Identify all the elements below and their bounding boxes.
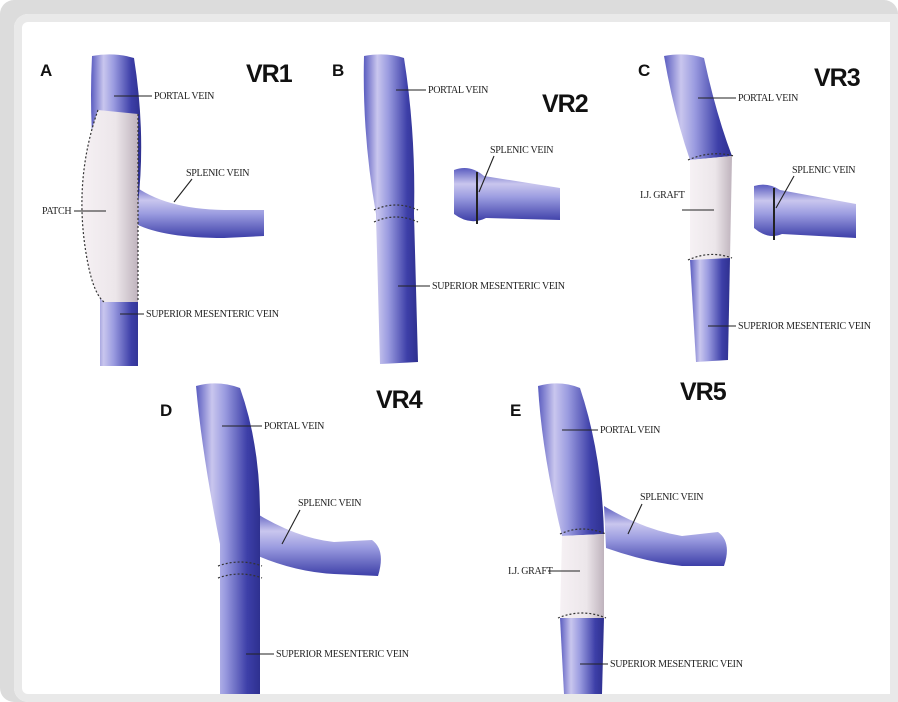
label-graft-c: I.J. GRAFT [640,190,685,201]
splenic-vein-e [604,506,727,566]
splenic-stump-b [454,168,560,221]
venous-reconstruction-diagram: A VR1 PORTAL VEIN SPLENIC VEIN PATCH SUP… [14,14,898,702]
portal-vein-e [538,383,604,536]
splenic-vein-d [254,512,381,576]
splenic-stump-c [754,185,856,238]
smv-e [560,618,604,694]
label-splenic-vein-e: SPLENIC VEIN [640,492,703,503]
figure-canvas: A VR1 PORTAL VEIN SPLENIC VEIN PATCH SUP… [14,14,898,702]
portal-vein-c [664,54,732,160]
portal-smv-trunk-b [364,54,418,364]
panel-code-vr1: VR1 [246,60,293,88]
smv-c [690,258,730,362]
panel-letter-a: A [40,61,52,80]
label-portal-vein-d: PORTAL VEIN [264,421,324,432]
label-patch-a: PATCH [42,206,71,217]
label-splenic-vein-b: SPLENIC VEIN [490,145,553,156]
label-smv-c: SUPERIOR MESENTERIC VEIN [738,321,871,332]
label-splenic-vein-d: SPLENIC VEIN [298,498,361,509]
panel-e: E VR5 PORTAL VEIN SPLENIC VEIN I.J. GRAF… [508,378,743,694]
panel-a: A VR1 PORTAL VEIN SPLENIC VEIN PATCH SUP… [40,54,293,366]
panel-d: D VR4 PORTAL VEIN SPLENIC VEIN SUPERIOR … [160,383,423,694]
label-splenic-vein-c: SPLENIC VEIN [792,165,855,176]
panel-code-vr4: VR4 [376,386,423,414]
panel-code-vr5: VR5 [680,378,727,406]
panel-code-vr3: VR3 [814,64,860,92]
label-portal-vein-e: PORTAL VEIN [600,425,660,436]
panel-letter-c: C [638,61,650,80]
graft-e [560,534,604,618]
panel-code-vr2: VR2 [542,90,588,118]
splenic-vein-a [132,184,264,238]
panel-letter-d: D [160,401,172,420]
leader-splenic-a [174,179,192,202]
label-portal-vein-b: PORTAL VEIN [428,85,488,96]
panel-letter-b: B [332,61,344,80]
label-splenic-vein-a: SPLENIC VEIN [186,168,249,179]
label-smv-a: SUPERIOR MESENTERIC VEIN [146,309,279,320]
label-smv-d: SUPERIOR MESENTERIC VEIN [276,649,409,660]
graft-c [690,156,732,260]
portal-smv-trunk-d [196,383,260,694]
label-portal-vein-a: PORTAL VEIN [154,91,214,102]
panel-letter-e: E [510,401,521,420]
label-smv-b: SUPERIOR MESENTERIC VEIN [432,281,565,292]
label-portal-vein-c: PORTAL VEIN [738,93,798,104]
label-smv-e: SUPERIOR MESENTERIC VEIN [610,659,743,670]
panel-b: B VR2 PORTAL VEIN SPLENIC VEIN SUPERIOR … [332,54,588,364]
panel-c: C VR3 PORTAL VEIN SPLENIC VEIN I.J. GRAF… [638,54,871,362]
label-graft-e: I.J. GRAFT [508,566,553,577]
